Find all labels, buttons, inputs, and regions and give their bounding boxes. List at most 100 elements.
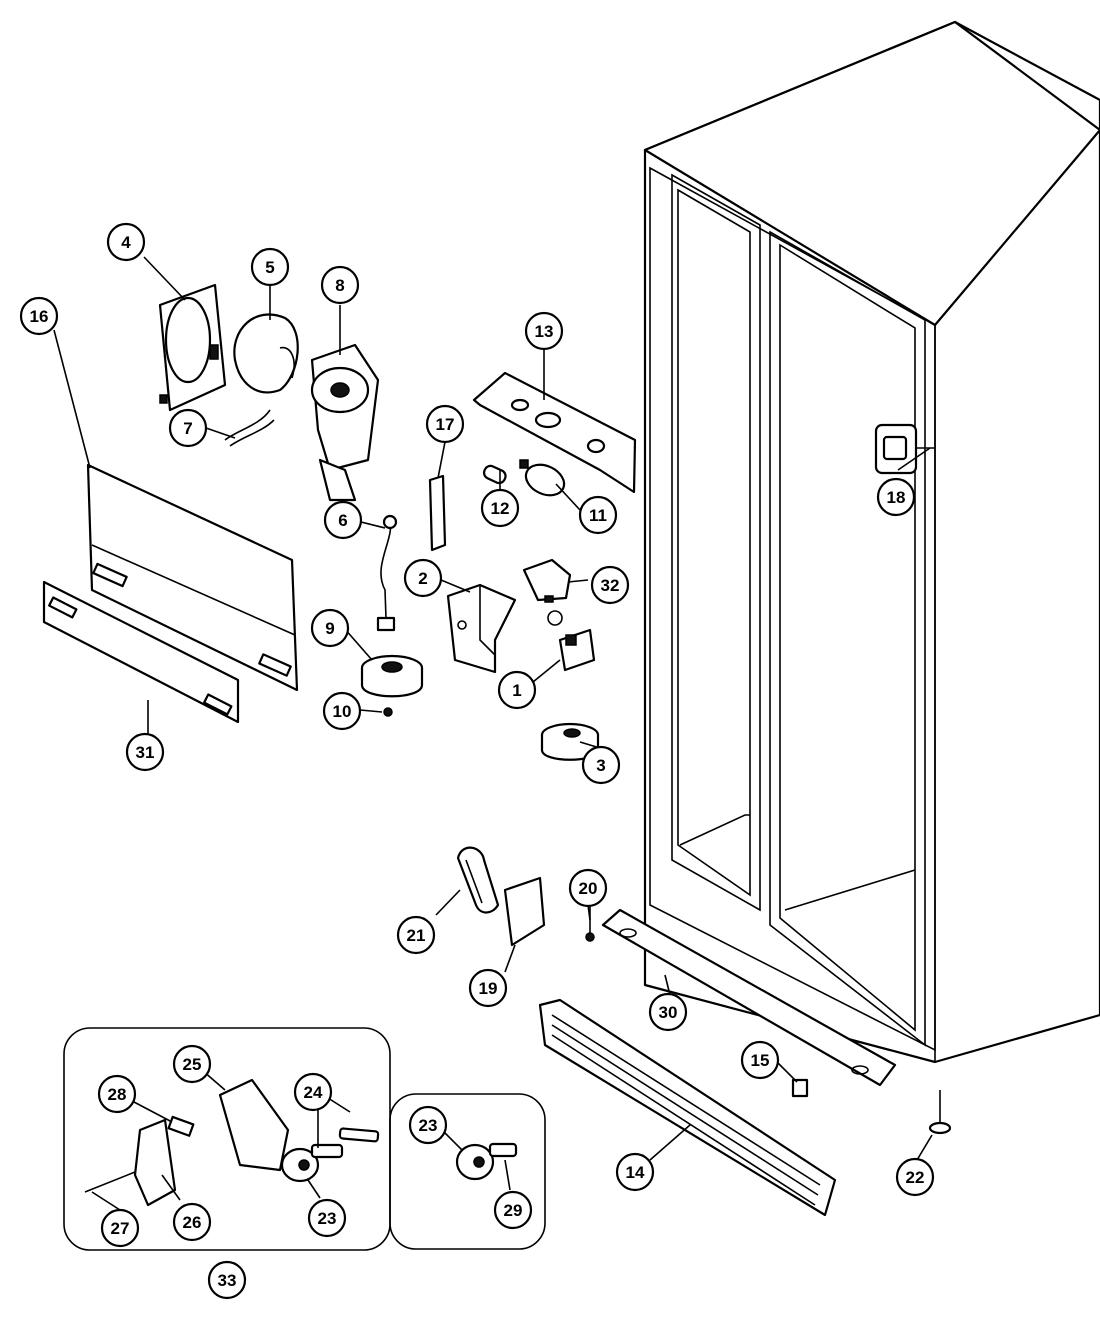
- callout-27: 27: [100, 1208, 140, 1248]
- part-11-bulb: [519, 459, 566, 497]
- callout-19: 19: [468, 968, 508, 1008]
- callout-16: 16: [19, 296, 59, 336]
- callout-10: 10: [322, 691, 362, 731]
- kit-33-group: [63, 1027, 391, 1251]
- callout-bubbles: 4 5 8 7 16 13 17 12 11 6 2 32 9 1 10 31 …: [19, 222, 935, 1300]
- callout-16-label: 16: [30, 307, 49, 326]
- callout-5: 5: [250, 247, 290, 287]
- callout-29-label: 29: [504, 1201, 523, 1220]
- callout-12: 12: [480, 488, 520, 528]
- callout-20-label: 20: [579, 879, 598, 898]
- leader-lines: [53, 256, 933, 1211]
- part-15-clip: [791, 1078, 809, 1098]
- part-6-wire: [376, 514, 398, 632]
- callout-31-label: 31: [136, 743, 155, 762]
- callout-23-kit29-label: 23: [419, 1116, 438, 1135]
- callout-33-label: 33: [218, 1271, 237, 1290]
- part-12-socket: [482, 464, 507, 485]
- part-20-screw: [585, 905, 595, 942]
- part-30-base-rail: [601, 908, 897, 1087]
- callout-14-label: 14: [626, 1163, 645, 1182]
- callout-19-label: 19: [479, 979, 498, 998]
- callout-2: 2: [403, 558, 443, 598]
- callout-23-kit33-label: 23: [318, 1209, 337, 1228]
- callout-26: 26: [172, 1202, 212, 1242]
- part-13-light-shield: [472, 371, 637, 494]
- part-8-fan-assembly: [310, 343, 380, 502]
- callout-1-label: 1: [512, 681, 521, 700]
- callout-15-label: 15: [751, 1051, 770, 1070]
- cabinet: [643, 20, 1100, 1064]
- callout-29: 29: [493, 1190, 533, 1230]
- part-16-panel: [86, 463, 299, 692]
- callout-18-label: 18: [887, 488, 906, 507]
- callout-9: 9: [310, 608, 350, 648]
- callout-17: 17: [425, 404, 465, 444]
- callout-25: 25: [172, 1044, 212, 1084]
- callout-15: 15: [740, 1040, 780, 1080]
- part-1-switch: [558, 628, 596, 672]
- callout-7: 7: [168, 408, 208, 448]
- callout-32-label: 32: [601, 576, 620, 595]
- callout-22-label: 22: [906, 1168, 925, 1187]
- callout-14: 14: [615, 1152, 655, 1192]
- callout-28: 28: [97, 1074, 137, 1114]
- callout-6-label: 6: [338, 511, 347, 530]
- callout-4: 4: [106, 222, 146, 262]
- callout-23-kit33: 23: [307, 1198, 347, 1238]
- part-21-tube: [456, 846, 500, 914]
- callout-21-label: 21: [407, 926, 426, 945]
- part-17-bracket: [428, 474, 447, 552]
- callout-23-kit29: 23: [408, 1105, 448, 1145]
- part-32-timer: [522, 558, 572, 626]
- callout-7-label: 7: [183, 419, 192, 438]
- callout-12-label: 12: [491, 499, 510, 518]
- callout-13-label: 13: [535, 322, 554, 341]
- callout-26-label: 26: [183, 1213, 202, 1232]
- callout-5-label: 5: [265, 258, 274, 277]
- callout-21: 21: [396, 915, 436, 955]
- kit-23-29-group: [389, 1093, 546, 1250]
- callout-9-label: 9: [325, 619, 334, 638]
- part-2-housing-box: [446, 583, 517, 674]
- part-7-clip: [224, 409, 275, 447]
- callout-33: 33: [207, 1260, 247, 1300]
- callout-11: 11: [578, 495, 618, 535]
- callout-1: 1: [497, 670, 537, 710]
- callout-3: 3: [581, 745, 621, 785]
- callout-3-label: 3: [596, 756, 605, 775]
- part-14-grille: [538, 998, 837, 1217]
- part-3-disk: [540, 722, 600, 761]
- callout-30: 30: [648, 992, 688, 1032]
- callout-24-label: 24: [304, 1083, 323, 1102]
- callout-8: 8: [320, 265, 360, 305]
- callout-32: 32: [590, 565, 630, 605]
- callout-28-label: 28: [108, 1085, 127, 1104]
- callout-31: 31: [125, 732, 165, 772]
- part-18-switch: [874, 423, 935, 475]
- callout-17-label: 17: [436, 415, 455, 434]
- part-22-leveling-leg: [928, 1090, 952, 1135]
- callout-24: 24: [293, 1072, 333, 1112]
- part-19-plate: [503, 876, 546, 947]
- callout-4-label: 4: [121, 233, 131, 252]
- callout-30-label: 30: [659, 1003, 678, 1022]
- callout-8-label: 8: [335, 276, 344, 295]
- callout-22: 22: [895, 1157, 935, 1197]
- callout-18: 18: [876, 477, 916, 517]
- callout-13: 13: [524, 311, 564, 351]
- part-5-cap: [233, 313, 299, 394]
- part-10-screw: [383, 707, 393, 717]
- part-31-strip: [42, 580, 240, 724]
- callout-10-label: 10: [333, 702, 352, 721]
- callout-25-label: 25: [183, 1055, 202, 1074]
- callout-11-label: 11: [589, 506, 607, 525]
- callout-2-label: 2: [418, 569, 427, 588]
- callout-20: 20: [568, 868, 608, 908]
- callout-27-label: 27: [111, 1219, 130, 1238]
- part-9-disk: [360, 654, 424, 698]
- callout-6: 6: [323, 500, 363, 540]
- part-4-housing: [158, 283, 227, 412]
